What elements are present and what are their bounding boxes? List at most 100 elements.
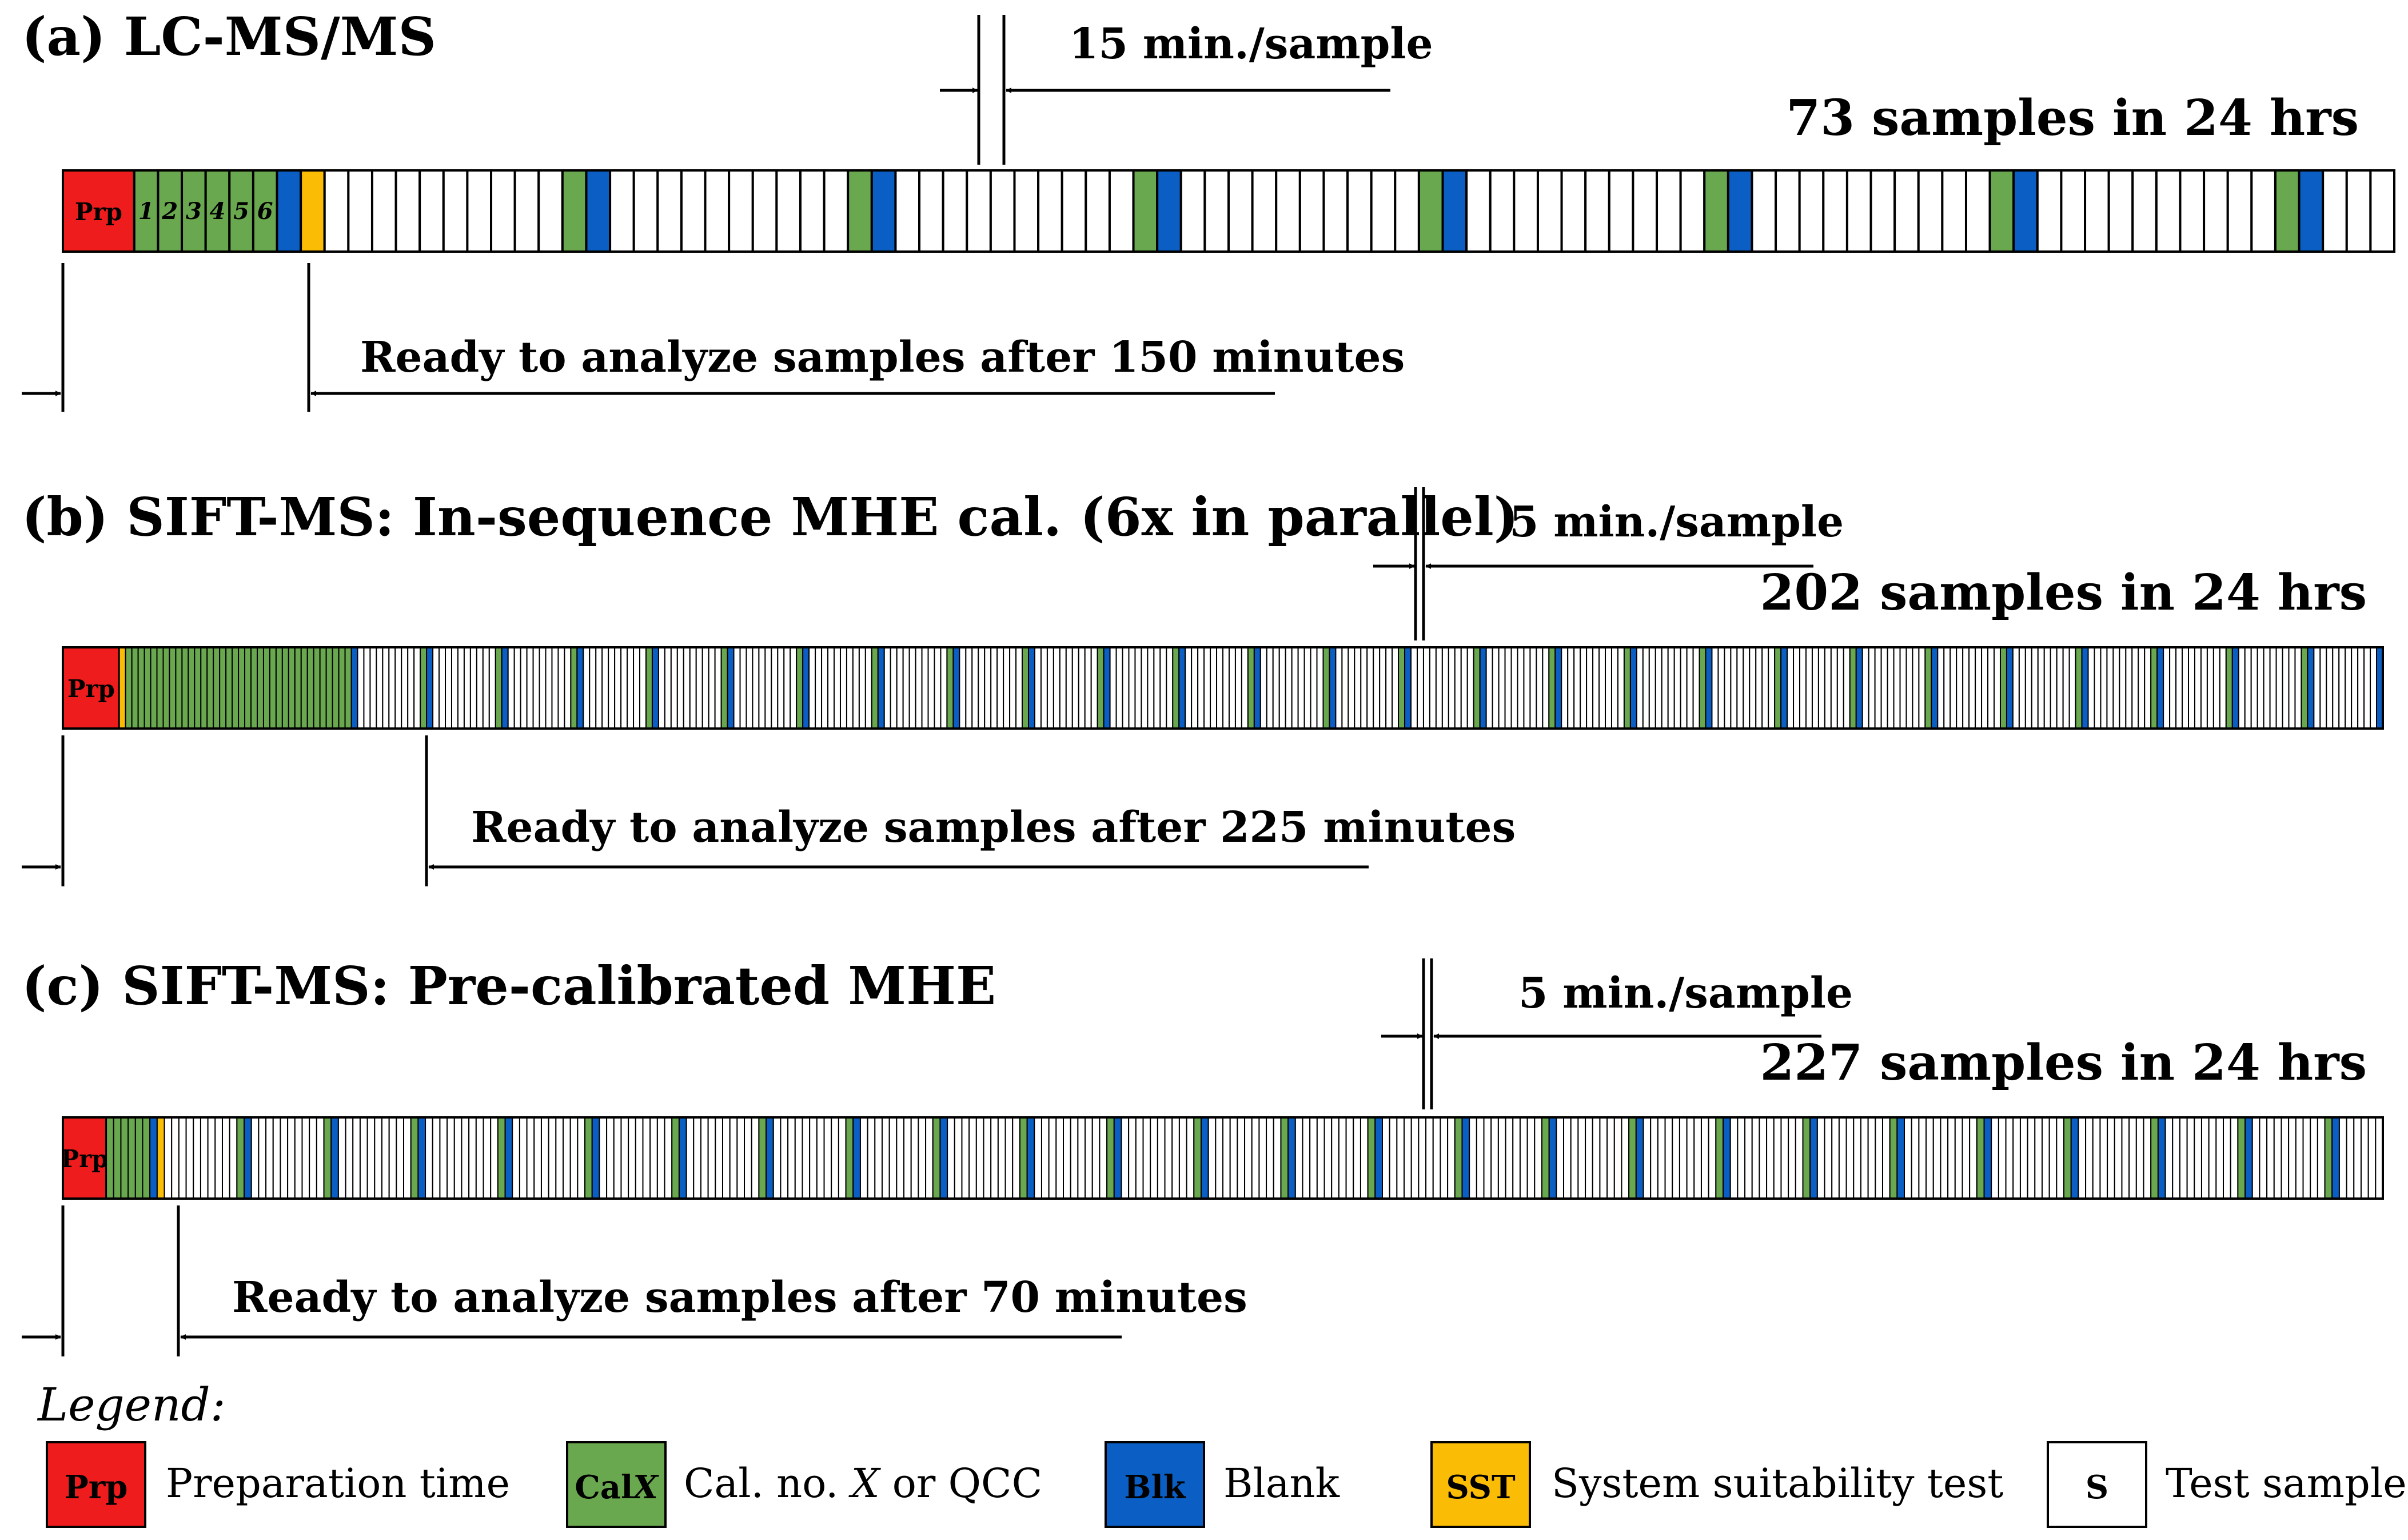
sample-cell — [2078, 1117, 2087, 1199]
sample-cell — [461, 1117, 470, 1199]
sample-cell — [1222, 647, 1230, 729]
sample-cell — [632, 169, 659, 253]
blank-cell — [877, 647, 885, 729]
cal-cell — [561, 169, 588, 253]
blank-cell — [1548, 1117, 1557, 1199]
sample-cell — [1310, 647, 1318, 729]
sample-cell — [1563, 1117, 1572, 1199]
sample-cell — [859, 1117, 868, 1199]
sample-cell — [1875, 1117, 1883, 1199]
sample-cell — [1510, 647, 1518, 729]
sample-cell — [1860, 1117, 1869, 1199]
sample-cell — [520, 647, 528, 729]
sample-cell — [1667, 647, 1675, 729]
sample-cell — [751, 1117, 760, 1199]
sample-cell — [1621, 1117, 1630, 1199]
sample-cell — [2138, 647, 2146, 729]
sample-cell — [989, 169, 1016, 253]
sample-cell — [831, 1117, 839, 1199]
cal-cell — [262, 647, 270, 729]
sample-cell — [1241, 647, 1249, 729]
sample-cell — [927, 647, 935, 729]
sample-cell — [764, 647, 772, 729]
sample-cell — [1664, 1117, 1673, 1199]
sample-cell — [783, 647, 791, 729]
prep-block-label: Prp — [61, 1145, 109, 1173]
sample-cell — [751, 169, 778, 253]
sample-cell — [728, 169, 754, 253]
blank-cell — [1200, 1117, 1209, 1199]
sample-cell — [1981, 647, 1989, 729]
sample-cell — [1925, 1117, 1934, 1199]
sample-cell — [1994, 647, 2001, 729]
sample-cell — [1937, 647, 1945, 729]
sample-cell — [551, 647, 559, 729]
sample-cell — [2313, 647, 2321, 729]
sample-cell — [1964, 169, 1991, 253]
sample-cell — [959, 647, 967, 729]
sample-cell — [2294, 647, 2302, 729]
sample-cell — [1335, 647, 1343, 729]
blank-cell — [2081, 647, 2089, 729]
cal-cell — [325, 647, 333, 729]
sample-cell — [2281, 1117, 2290, 1199]
sample-cell — [680, 169, 707, 253]
sample-cell — [2322, 169, 2348, 253]
sample-cell — [512, 1117, 520, 1199]
sample-cell — [2288, 647, 2296, 729]
sample-cell — [2048, 1117, 2058, 1199]
cal-cell — [194, 647, 202, 729]
cal-cell — [946, 647, 954, 729]
sample-cell — [704, 169, 731, 253]
sample-cell — [1830, 647, 1838, 729]
sample-cell — [894, 169, 921, 253]
cal-cell — [1019, 1117, 1028, 1199]
sample-cell — [1150, 1117, 1158, 1199]
cal-cell — [1623, 647, 1631, 729]
sample-cell — [1460, 647, 1468, 729]
sample-cell — [2099, 1117, 2108, 1199]
cal-cell — [1473, 647, 1481, 729]
sample-cell — [733, 647, 741, 729]
sample-cell — [1122, 647, 1130, 729]
cal-cell — [758, 1117, 767, 1199]
cal-cell — [131, 647, 139, 729]
sample-cell — [265, 1117, 274, 1199]
sample-cell — [1418, 1117, 1427, 1199]
legend-sample-text: Test sample — [2166, 1460, 2407, 1507]
sample-cell — [1606, 1117, 1615, 1199]
sample-cell — [1956, 647, 1964, 729]
sample-cell — [1291, 647, 1299, 729]
sample-cell — [1679, 1117, 1688, 1199]
cal-cell — [645, 647, 653, 729]
prep-block-label: Prp — [67, 675, 115, 703]
sample-cell — [1853, 1117, 1861, 1199]
sample-cell — [1943, 647, 1951, 729]
sample-cell — [1708, 1117, 1717, 1199]
sample-cell — [1346, 169, 1373, 253]
sample-cell — [2163, 647, 2171, 729]
cal-cell — [106, 1117, 114, 1199]
sample-cell — [2084, 169, 2110, 253]
sample-cell — [1523, 647, 1531, 729]
sample-cell — [1366, 647, 1374, 729]
sample-cell — [1824, 647, 1832, 729]
cal-cell — [238, 647, 246, 729]
sample-cell — [1918, 647, 1926, 729]
sample-cell — [1166, 647, 1174, 729]
panel-c-timeline: Prp — [61, 1116, 2384, 1200]
sample-cell — [790, 647, 798, 729]
sample-cell — [2200, 647, 2208, 729]
sample-cell — [526, 647, 534, 729]
sample-cell — [1775, 169, 1801, 253]
sample-cell — [1115, 647, 1123, 729]
sample-cell — [1370, 169, 1397, 253]
panel-a-title: (a) LC-MS/MS — [22, 6, 436, 67]
panel-a: (a) LC-MS/MS 15 min./sample 73 samples i… — [22, 6, 2395, 412]
cal-cell — [125, 647, 133, 729]
sample-cell — [1968, 647, 1976, 729]
sample-cell — [1147, 647, 1155, 729]
sample-cell — [490, 1117, 499, 1199]
sample-cell — [809, 1117, 818, 1199]
sample-cell — [221, 1117, 230, 1199]
